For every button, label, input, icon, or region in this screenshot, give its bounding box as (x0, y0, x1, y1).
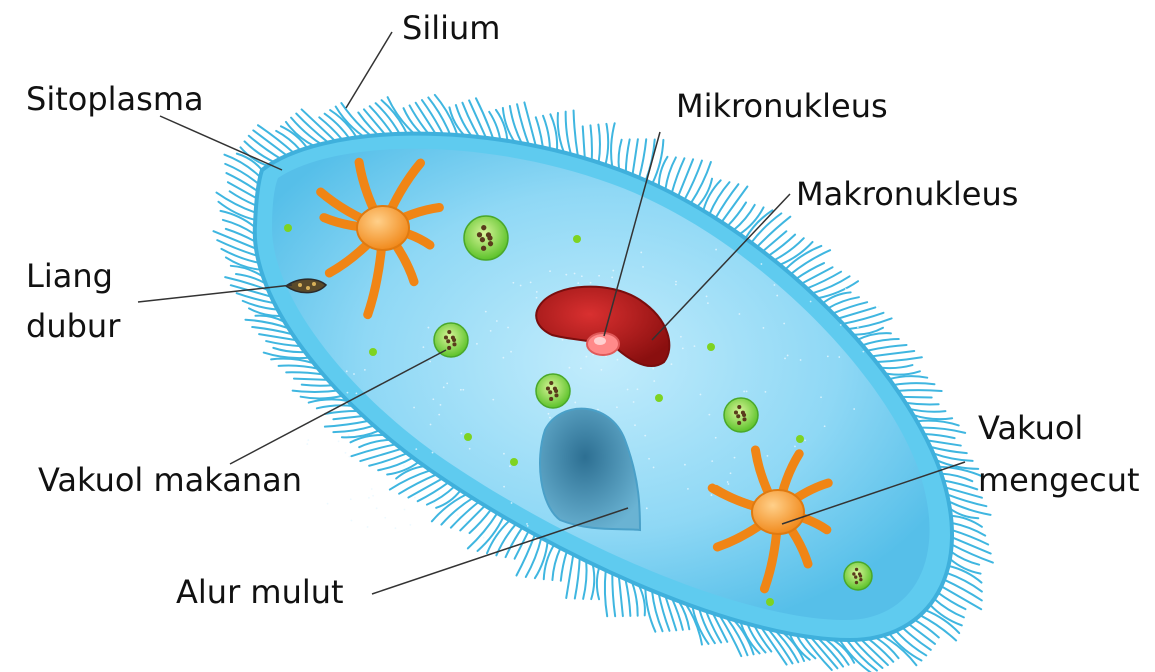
label-sitoplasma: Sitoplasma (26, 79, 204, 119)
label-liang-dubur-line2: dubur (26, 306, 120, 346)
label-mikronukleus: Mikronukleus (676, 86, 888, 126)
label-makronukleus: Makronukleus (796, 174, 1018, 214)
label-vakuol-makanan: Vakuol makanan (38, 460, 302, 500)
label-alur-mulut: Alur mulut (176, 572, 344, 612)
label-liang-dubur-line1: Liang (26, 256, 113, 296)
label-silium: Silium (402, 8, 500, 48)
leader-silium (346, 32, 392, 108)
label-vakuol-mengecut-line1: Vakuol (978, 408, 1083, 448)
label-vakuol-mengecut-line2: mengecut (978, 460, 1140, 500)
leader-sitoplasma (160, 116, 282, 170)
